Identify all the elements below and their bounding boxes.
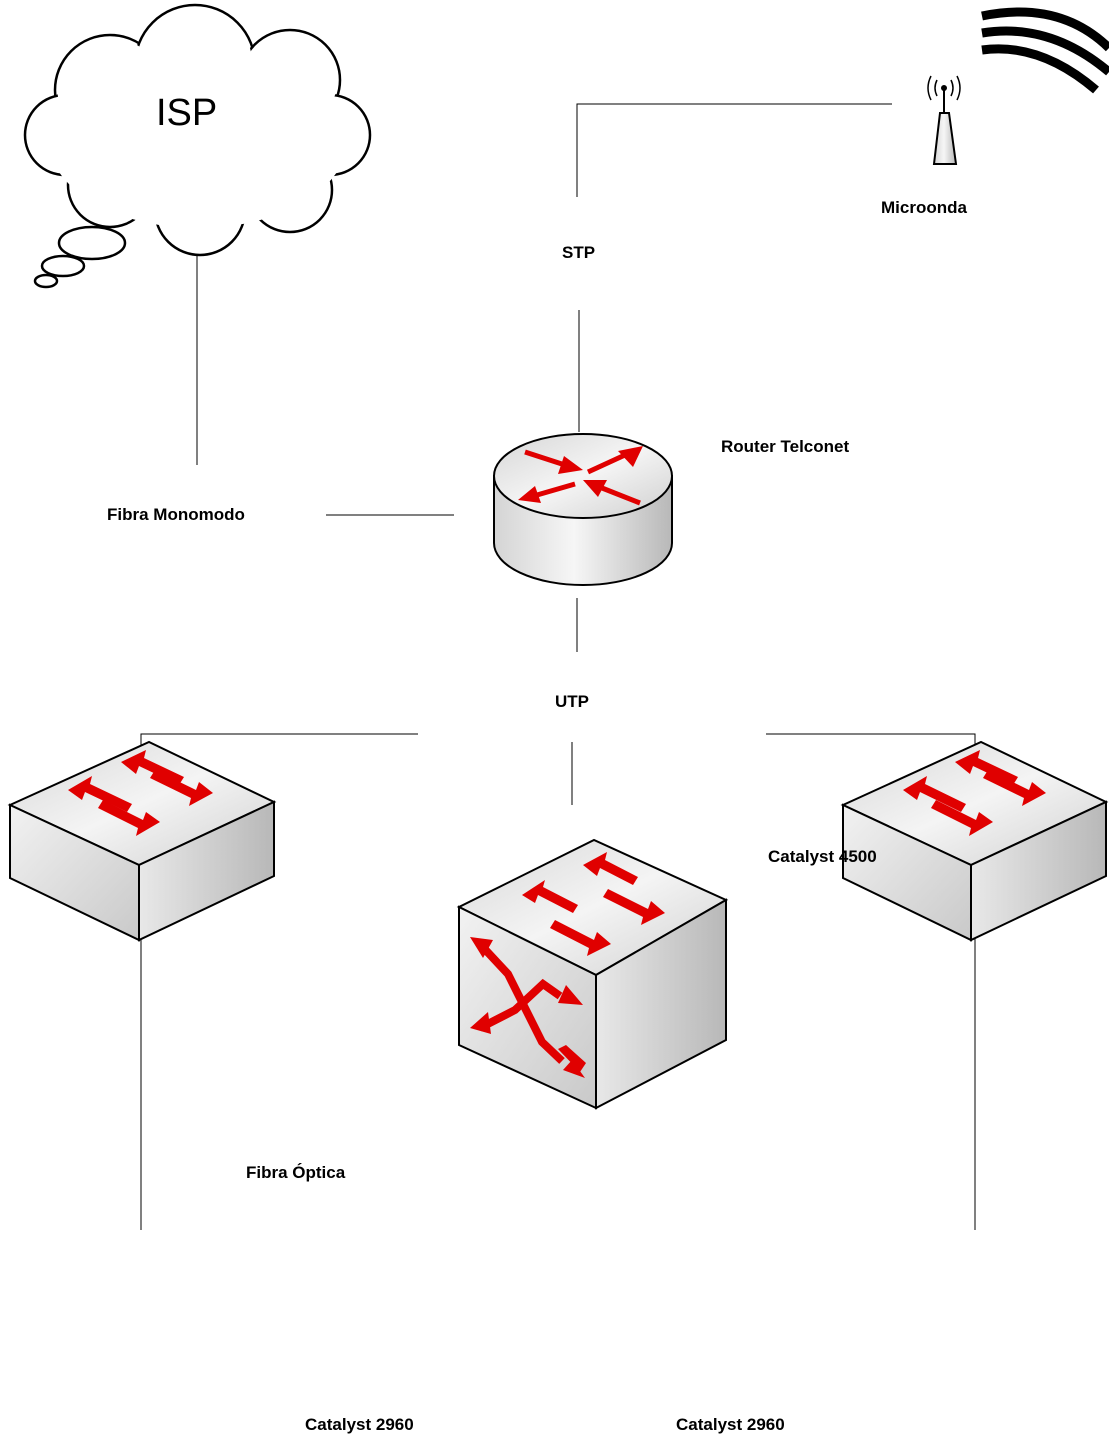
cloud-bubble-large xyxy=(57,225,127,261)
fibra-optica-label: Fibra Óptica xyxy=(246,1163,346,1182)
stp-label: STP xyxy=(562,243,596,262)
access-switch-right-label: Catalyst 2960 xyxy=(676,1415,785,1434)
core-switch-top-arrows xyxy=(522,852,665,956)
link-stp-upper xyxy=(576,103,892,197)
connection-lines xyxy=(140,103,976,1230)
access-switch-left-label: Catalyst 2960 xyxy=(305,1415,414,1434)
fibra-monomodo-label: Fibra Monomodo xyxy=(107,505,245,524)
core-switch-label: Catalyst 4500 xyxy=(768,847,877,866)
isp-label: ISP xyxy=(156,92,218,134)
access-switch-right-icon xyxy=(840,740,1109,942)
router-label: Router Telconet xyxy=(721,437,850,456)
access-switch-left-icon xyxy=(7,740,277,942)
cloud-bubble-small xyxy=(33,273,59,289)
cloud-bubble-medium xyxy=(40,254,86,278)
utp-label: UTP xyxy=(555,692,589,711)
wireless-signal-icon xyxy=(981,7,1109,94)
core-switch-front-arrows xyxy=(477,941,565,1064)
link-fibra-optica-left xyxy=(140,733,418,1230)
router-icon xyxy=(493,433,673,586)
link-core-right xyxy=(766,733,976,1230)
core-switch-icon xyxy=(456,838,729,1110)
router-arrows xyxy=(518,446,643,506)
antenna-icon xyxy=(927,75,961,165)
microonda-label: Microonda xyxy=(881,198,967,217)
